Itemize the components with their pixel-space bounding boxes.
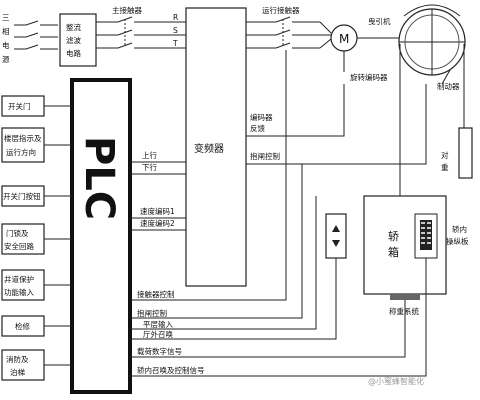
input-label-fire-2: 泊梯 xyxy=(10,367,25,377)
brake-label: 制动器 xyxy=(437,81,460,91)
traction-machine-label: 曳引机 xyxy=(368,16,391,26)
phase-label-s: S xyxy=(173,26,178,35)
traction-sheave: 制动器 xyxy=(398,4,466,196)
input-label-shaft-1: 井道保护 xyxy=(4,274,34,284)
inverter-feedback: 编码器 反馈 抱闸控制 xyxy=(246,84,427,165)
power-source-label-1: 三 xyxy=(2,13,10,22)
rectifier-label-3: 电路 xyxy=(66,48,81,58)
power-source-label-3: 电 xyxy=(2,40,10,50)
input-label-safety-2: 安全回路 xyxy=(4,241,34,251)
counterweight-label-2: 重 xyxy=(441,163,449,172)
inverter-box: 变频器 xyxy=(185,7,247,287)
run-contactor-label: 运行接触器 xyxy=(262,5,300,15)
input-label-safety-1: 门锁及 xyxy=(6,228,29,238)
rotary-encoder-label: 旋转编码器 xyxy=(350,72,388,82)
up-label: 上行 xyxy=(142,150,157,160)
counterweight: 对 重 xyxy=(441,127,473,179)
encoder-feedback-label-2: 反馈 xyxy=(250,123,265,133)
input-door-button: 开关门按钮 xyxy=(1,185,72,207)
speed-code2-label: 速度编码2 xyxy=(140,218,175,228)
phase-label-t: T xyxy=(172,39,178,48)
input-label-door: 开关门 xyxy=(8,101,31,111)
input-label-door-button: 开关门按钮 xyxy=(3,191,41,201)
down-label: 下行 xyxy=(142,162,157,172)
input-label-shaft-2: 功能输入 xyxy=(4,287,34,297)
plc-box: PLC xyxy=(70,78,132,394)
arrow-down-icon xyxy=(332,240,340,247)
rectifier-box: 整流 滤波 电路 xyxy=(59,13,97,67)
bus-car-call-label: 轿内召唤及控制信号 xyxy=(137,365,205,375)
hall-call-button xyxy=(325,213,347,259)
main-contactor-label: 主接触器 xyxy=(112,5,142,15)
input-safety-circuit: 门锁及 安全回路 xyxy=(1,223,72,255)
phase-label-r: R xyxy=(173,13,178,22)
counterweight-label-1: 对 xyxy=(441,150,449,160)
plc-label: PLC xyxy=(76,136,122,220)
plc-inverter-signals: 上行 下行 速度编码1 速度编码2 xyxy=(130,150,186,231)
main-contactor: 主接触器 R S T xyxy=(96,5,186,49)
encoder-feedback-label-1: 编码器 xyxy=(250,112,273,122)
car-label-2: 箱 xyxy=(388,245,399,259)
power-source: 三 相 电 源 xyxy=(2,13,58,64)
weighing-block xyxy=(390,294,420,300)
inverter-label: 变频器 xyxy=(194,142,224,155)
motor-symbol: M xyxy=(339,32,349,46)
power-source-label-2: 相 xyxy=(2,26,10,36)
car-panel-label-1: 轿内 xyxy=(452,224,467,234)
speed-code1-label: 速度编码1 xyxy=(140,206,175,216)
plc-frame xyxy=(70,78,132,394)
car-label-1: 轿 xyxy=(388,229,399,243)
rectifier-label-1: 整流 xyxy=(66,22,81,32)
bus-lines: 接触器控制 抱闸控制 平层输入 厅外召唤 载荷数字信号 轿内召唤及控制信号 xyxy=(130,50,427,377)
input-shaft-protection: 井道保护 功能输入 xyxy=(1,269,72,301)
rectifier-label-2: 滤波 xyxy=(66,35,81,45)
bus-brake-label: 抱闸控制 xyxy=(137,308,167,318)
power-source-label-4: 源 xyxy=(2,55,10,64)
brake-control-inverter-label: 抱闸控制 xyxy=(250,151,280,161)
input-floor-indicator: 楼层指示及 运行方向 xyxy=(1,127,72,163)
motor: M 旋转编码器 曳引机 xyxy=(330,16,402,82)
bus-hall-call-label: 厅外召唤 xyxy=(143,329,173,339)
watermark: @小蜜蜂智能化 xyxy=(368,376,424,386)
run-contactor: 运行接触器 xyxy=(246,5,332,49)
car-panel-label-2: 操纵板 xyxy=(446,236,469,246)
bus-contactor-label: 接触器控制 xyxy=(137,289,175,299)
input-label-floor-2: 运行方向 xyxy=(6,147,36,157)
bus-load-label: 载荷数字信号 xyxy=(137,346,182,356)
bus-leveling-label: 平层输入 xyxy=(143,319,173,329)
input-label-fire-1: 消防及 xyxy=(6,354,29,364)
car: 轿 箱 轿内 操纵板 称重系统 xyxy=(363,195,469,316)
weighing-label: 称重系统 xyxy=(389,306,419,316)
arrow-up-icon xyxy=(332,225,340,232)
input-maintenance: 检修 xyxy=(1,315,72,337)
input-label-maintenance: 检修 xyxy=(15,321,30,331)
input-fire-parking: 消防及 泊梯 xyxy=(1,349,72,381)
input-label-floor-1: 楼层指示及 xyxy=(4,133,42,143)
input-door: 开关门 xyxy=(1,95,72,117)
